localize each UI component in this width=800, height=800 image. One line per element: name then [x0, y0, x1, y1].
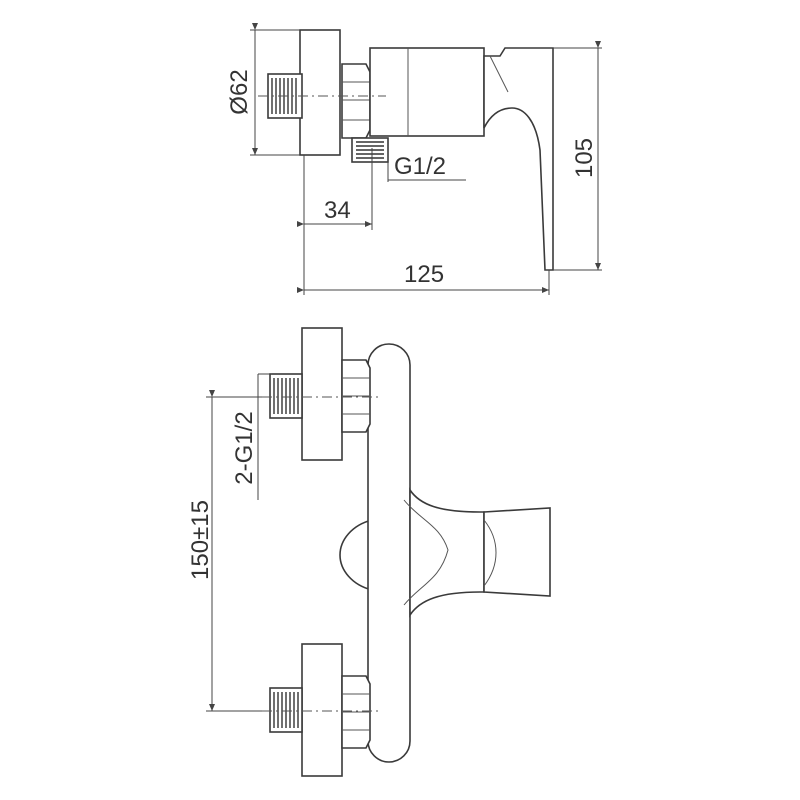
side-flange [299, 29, 341, 156]
label-offset: 34 [324, 197, 351, 224]
dim-inlet-thread: G1/2 [371, 148, 466, 230]
front-top-thread-lines [273, 378, 299, 414]
side-hex-nut [341, 63, 371, 139]
label-height: 105 [571, 138, 598, 178]
dim-flange-diameter: Ø62 [226, 23, 300, 156]
dim-overall-depth: 125 [297, 261, 550, 295]
front-bottom-thread-lines [273, 692, 299, 728]
front-bottom-flange [301, 643, 343, 777]
front-top-flange [301, 327, 343, 461]
front-view: 150±15 2-G1/2 [187, 327, 551, 777]
side-mixer-body [369, 47, 485, 137]
label-flange-diameter: Ø62 [226, 69, 253, 114]
dim-height: 105 [553, 41, 602, 271]
dim-offset: 34 [297, 155, 372, 295]
side-view: Ø62 105 G1/2 34 125 [226, 23, 602, 295]
front-mixer-bar [367, 343, 411, 763]
dim-centre-distance: 150±15 [187, 390, 262, 712]
front-handle-cap [483, 507, 551, 597]
label-inlet-thread: G1/2 [394, 153, 446, 180]
label-overall-depth: 125 [404, 261, 444, 288]
label-centre-distance: 150±15 [187, 500, 214, 580]
front-body-left-bulge [339, 518, 373, 592]
label-inlet-threads-front: 2-G1/2 [231, 411, 258, 484]
side-lever-handle [483, 47, 554, 271]
dim-inlet-threads-front: 2-G1/2 [231, 373, 272, 500]
